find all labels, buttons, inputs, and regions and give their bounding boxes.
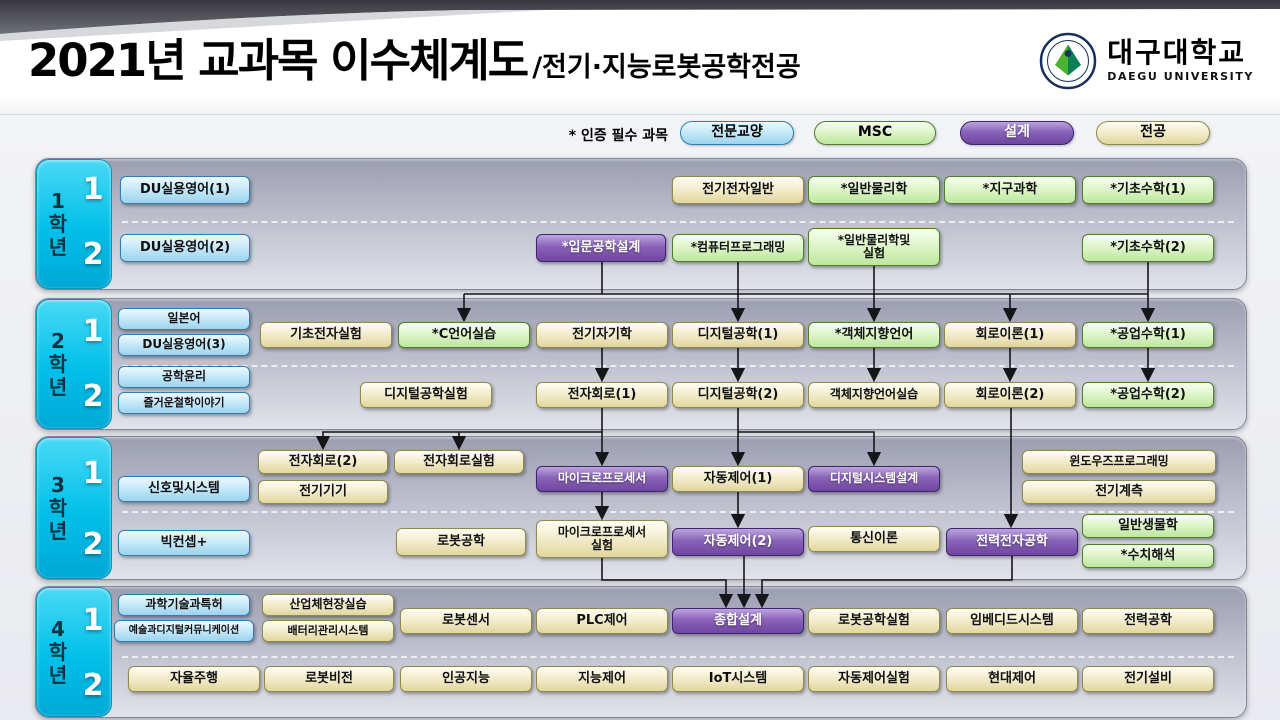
course-box: 전자회로(2): [258, 450, 388, 474]
course-box: PLC제어: [536, 608, 668, 634]
course-box: 전력전자공학: [946, 528, 1078, 556]
course-box: *컴퓨터프로그래밍: [672, 234, 804, 262]
semester-number: 2: [82, 668, 104, 704]
course-box: 종합설계: [672, 608, 804, 634]
course-box: 로봇공학실험: [808, 608, 940, 634]
semester-number: 1: [82, 603, 104, 639]
year-tab: [36, 587, 112, 717]
course-box: 전기자기학: [536, 322, 668, 348]
year-tab: [36, 437, 112, 579]
course-box: *일반물리학: [808, 176, 940, 204]
course-box: 자동제어(1): [672, 466, 804, 492]
legend-note: * 인증 필수 과목: [568, 128, 668, 144]
university-logo: 대구대학교 DAEGU UNIVERSITY: [1039, 32, 1254, 90]
semester-divider: [122, 510, 1234, 513]
semester-divider: [122, 655, 1234, 658]
course-box: DU실용영어(2): [120, 234, 250, 262]
course-box: 전기계측: [1022, 480, 1216, 504]
course-box: *공업수학(2): [1082, 382, 1214, 408]
course-box: 로봇공학: [396, 528, 526, 556]
course-box: *수치해석: [1082, 544, 1214, 568]
course-box: 전자회로(1): [536, 382, 668, 408]
course-box: 빅컨셉+: [118, 530, 250, 556]
course-box: 전기설비: [1082, 666, 1214, 692]
course-box: 일본어: [118, 308, 250, 330]
legend-item-green: MSC: [814, 121, 936, 145]
course-box: 자동제어(2): [672, 528, 804, 556]
course-box: DU실용영어(1): [120, 176, 250, 204]
course-box: 회로이론(1): [944, 322, 1076, 348]
course-box: 마이크로프로세서: [536, 466, 668, 492]
course-box: 디지털공학(2): [672, 382, 804, 408]
course-box: *입문공학설계: [536, 234, 666, 262]
year-tab: [36, 159, 112, 289]
university-seal-icon: [1039, 32, 1097, 90]
title-row: 2021년 교과목 이수체계도 /전기·지능로봇공학전공: [28, 38, 801, 84]
course-box: *기초수학(2): [1082, 234, 1214, 262]
course-box: 마이크로프로세서 실험: [536, 520, 668, 558]
course-box: 회로이론(2): [944, 382, 1076, 408]
course-box: 인공지능: [400, 666, 532, 692]
course-box: *C언어실습: [398, 322, 530, 348]
header: 2021년 교과목 이수체계도 /전기·지능로봇공학전공 대구대학교 DAEGU…: [0, 0, 1280, 115]
course-box: 디지털시스템설계: [808, 466, 940, 492]
course-box: *기초수학(1): [1082, 176, 1214, 204]
course-box: 전자회로실험: [394, 450, 524, 474]
course-box: IoT시스템: [672, 666, 804, 692]
page-title: 2021년 교과목 이수체계도: [28, 34, 529, 87]
year-tab: [36, 299, 112, 429]
semester-number: 2: [82, 237, 104, 273]
legend: * 인증 필수 과목 전문교양 MSC 설계 전공: [0, 120, 1280, 150]
course-box: 임베디드시스템: [946, 608, 1078, 634]
course-box: 과학기술과특허: [118, 594, 250, 616]
legend-item-purple: 설계: [960, 121, 1074, 145]
course-box: 전기전자일반: [672, 176, 804, 204]
course-box: 객체지향언어실습: [808, 382, 940, 408]
course-box: DU실용영어(3): [118, 334, 250, 356]
semester-divider: [122, 221, 1234, 224]
year-label: 2 학 년: [48, 328, 68, 399]
university-name: 대구대학교 DAEGU UNIVERSITY: [1107, 36, 1254, 84]
course-box: 신호및시스템: [118, 476, 250, 502]
course-box: 배터리관리시스템: [262, 620, 394, 642]
course-box: 통신이론: [808, 526, 940, 552]
course-box: 로봇센서: [400, 608, 532, 634]
course-box: 현대제어: [946, 666, 1078, 692]
legend-item-blue: 전문교양: [680, 121, 794, 145]
course-box: 지능제어: [536, 666, 668, 692]
semester-number: 1: [82, 314, 104, 350]
university-name-kr: 대구대학교: [1107, 36, 1247, 69]
course-box: 전력공학: [1082, 608, 1214, 634]
course-box: 기초전자실험: [260, 322, 392, 348]
course-box: 공학윤리: [118, 366, 250, 388]
course-box: *공업수학(1): [1082, 322, 1214, 348]
legend-item-tan: 전공: [1096, 121, 1210, 145]
semester-number: 2: [82, 379, 104, 415]
course-box: *일반물리학및 실험: [808, 228, 940, 266]
course-box: 일반생물학: [1082, 514, 1214, 538]
semester-number: 1: [82, 172, 104, 208]
course-box: *지구과학: [944, 176, 1076, 204]
semester-number: 2: [82, 526, 104, 562]
course-box: 자동제어실험: [808, 666, 940, 692]
course-box: 자율주행: [128, 666, 260, 692]
year-label: 4 학 년: [48, 616, 68, 687]
course-box: 예술과디지털커뮤니케이션: [114, 620, 254, 642]
course-box: 윈도우즈프로그래밍: [1022, 450, 1216, 474]
course-box: 전기기기: [258, 480, 388, 504]
university-name-en: DAEGU UNIVERSITY: [1107, 70, 1254, 83]
course-box: 로봇비전: [264, 666, 394, 692]
course-box: 즐거운철학이야기: [118, 392, 250, 414]
semester-number: 1: [82, 455, 104, 491]
year-label: 1 학 년: [48, 188, 68, 259]
course-box: 산업체현장실습: [262, 594, 394, 616]
semester-divider: [122, 365, 1234, 368]
year-label: 3 학 년: [48, 472, 68, 543]
course-box: *객체지향언어: [808, 322, 940, 348]
page-subtitle: /전기·지능로봇공학전공: [532, 52, 801, 83]
top-decoration: [0, 0, 1280, 41]
course-box: 디지털공학(1): [672, 322, 804, 348]
course-box: 디지털공학실험: [360, 382, 492, 408]
